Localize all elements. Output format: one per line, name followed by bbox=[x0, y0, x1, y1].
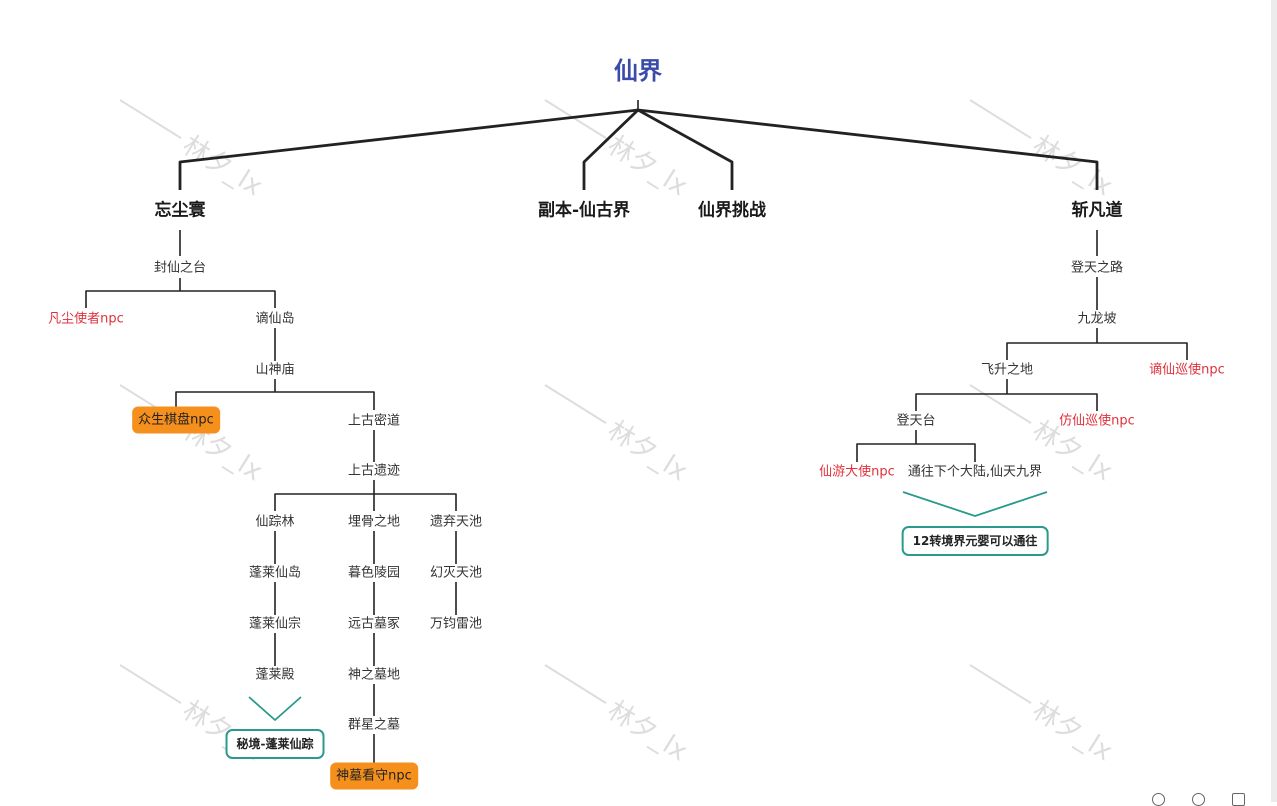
root-branch-zhanfan bbox=[637, 108, 1099, 190]
root-branch-wangchen bbox=[178, 108, 639, 190]
node-xianzong[interactable]: 仙踪林 bbox=[255, 514, 295, 530]
watermark: 林夕_lx bbox=[119, 99, 267, 202]
node-huanmie[interactable]: 幻灭天池 bbox=[429, 565, 483, 581]
watermark-text: 林夕_lx bbox=[1027, 695, 1117, 767]
node-tongwang[interactable]: 通往下个大陆,仙天九界 bbox=[907, 464, 1043, 480]
watermark-text: 林夕_lx bbox=[177, 130, 267, 202]
note-pointer-requirement bbox=[902, 491, 1048, 517]
connector-fengxian-fork bbox=[85, 278, 276, 308]
connector-dengtiantai-fork bbox=[856, 430, 976, 462]
node-zhexian-dao[interactable]: 谪仙岛 bbox=[255, 311, 295, 327]
watermark-text: 林夕_lx bbox=[602, 695, 692, 767]
node-yiji[interactable]: 上古遗迹 bbox=[347, 463, 401, 479]
scrollbar-track[interactable] bbox=[1271, 0, 1277, 802]
node-shenzhi[interactable]: 神之墓地 bbox=[347, 667, 401, 683]
node-migu[interactable]: 上古密道 bbox=[347, 413, 401, 429]
zoom-out-icon[interactable] bbox=[1152, 793, 1165, 806]
branch-fuben[interactable]: 副本-仙古界 bbox=[537, 200, 631, 221]
node-yiqi[interactable]: 遗弃天池 bbox=[429, 514, 483, 530]
node-penglai-dian[interactable]: 蓬莱殿 bbox=[255, 667, 295, 683]
note-pointer-mijing bbox=[248, 696, 302, 721]
npc-zhexian[interactable]: 谪仙巡使npc bbox=[1149, 362, 1225, 378]
connector-feisheng-fork bbox=[915, 379, 1098, 411]
node-penglai-zong[interactable]: 蓬莱仙宗 bbox=[248, 616, 302, 632]
node-fengxian[interactable]: 封仙之台 bbox=[153, 260, 207, 276]
watermark: 林夕_lx bbox=[544, 384, 692, 487]
branch-zhanfan[interactable]: 斩凡道 bbox=[1071, 200, 1123, 221]
branch-tiaozhan[interactable]: 仙界挑战 bbox=[698, 200, 766, 221]
root-node[interactable]: 仙界 bbox=[614, 57, 662, 85]
fit-view-icon[interactable] bbox=[1232, 793, 1245, 806]
node-wanjun[interactable]: 万钧雷池 bbox=[429, 616, 483, 632]
node-shanshen[interactable]: 山神庙 bbox=[255, 362, 295, 378]
node-dengtian-lu[interactable]: 登天之路 bbox=[1070, 260, 1124, 276]
note-mijing[interactable]: 秘境-蓬莱仙踪 bbox=[225, 729, 325, 759]
node-maigu[interactable]: 埋骨之地 bbox=[347, 514, 401, 530]
npc-fangxian[interactable]: 仿仙巡使npc bbox=[1059, 413, 1135, 429]
watermark: 林夕_lx bbox=[544, 664, 692, 767]
connector-yiji-fork bbox=[274, 480, 457, 511]
npc-kanshou[interactable]: 神墓看守npc bbox=[330, 762, 418, 790]
connector-jiulong-fork bbox=[1006, 328, 1188, 360]
node-yuangu[interactable]: 远古墓冢 bbox=[347, 616, 401, 632]
node-jiulong[interactable]: 九龙坡 bbox=[1077, 311, 1117, 327]
watermark-text: 林夕_lx bbox=[602, 130, 692, 202]
watermark: 林夕_lx bbox=[544, 99, 692, 202]
zoom-in-icon[interactable] bbox=[1192, 793, 1205, 806]
node-dengtiantai[interactable]: 登天台 bbox=[896, 413, 936, 429]
watermark: 林夕_lx bbox=[969, 99, 1117, 202]
watermark: 林夕_lx bbox=[969, 664, 1117, 767]
node-qunxing[interactable]: 群星之墓 bbox=[347, 717, 401, 733]
node-feisheng[interactable]: 飞升之地 bbox=[980, 362, 1034, 378]
npc-fanchen[interactable]: 凡尘使者npc bbox=[48, 311, 124, 327]
npc-qipan[interactable]: 众生棋盘npc bbox=[132, 406, 220, 434]
branch-wangchen[interactable]: 忘尘寰 bbox=[154, 200, 206, 221]
node-mushe[interactable]: 暮色陵园 bbox=[347, 565, 401, 581]
connector-lines bbox=[85, 100, 1188, 764]
root-branch-fuben bbox=[582, 108, 639, 190]
node-penglai-dao[interactable]: 蓬莱仙岛 bbox=[248, 565, 302, 581]
watermark-text: 林夕_lx bbox=[1027, 130, 1117, 202]
watermark-text: 林夕_lx bbox=[602, 415, 692, 487]
npc-xianyou[interactable]: 仙游大使npc bbox=[819, 464, 895, 480]
note-requirement[interactable]: 12转境界元婴可以通往 bbox=[901, 526, 1049, 556]
root-branch-tiaozhan bbox=[637, 108, 734, 190]
connector-shanshen-fork bbox=[175, 379, 375, 410]
